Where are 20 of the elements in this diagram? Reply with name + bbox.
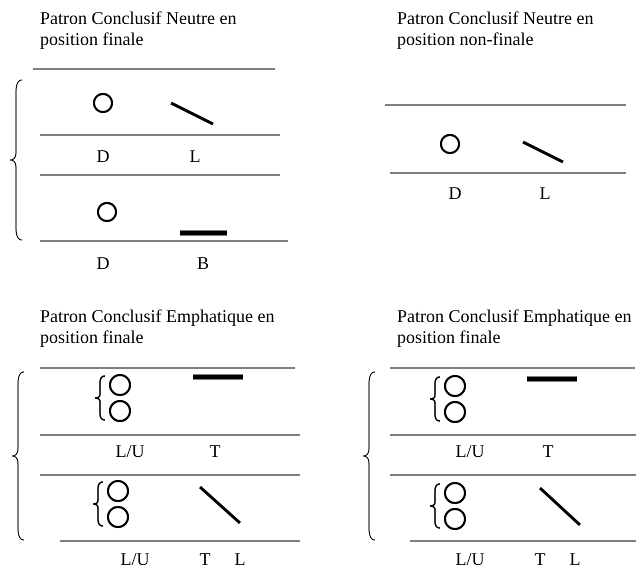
tone-label: D: [448, 183, 462, 203]
tone-label: T: [534, 549, 546, 569]
tone-label: T: [210, 441, 220, 461]
pattern-heading: Patron Conclusif Neutre en position finale: [40, 8, 238, 50]
tone-label: D: [96, 253, 110, 273]
tone-label: L: [190, 146, 200, 166]
pattern-heading: Patron Conclusif Emphatique en position finale: [397, 306, 632, 348]
tone-label: L/U: [456, 549, 484, 569]
tone-label: L/U: [120, 549, 150, 569]
tone-label: D: [96, 146, 110, 166]
pattern-heading: Patron Conclusif Emphatique en position finale: [40, 306, 276, 348]
tone-label: L/U: [456, 441, 484, 461]
tone-label: T: [542, 441, 554, 461]
tone-label: B: [197, 253, 209, 273]
tone-label: L: [234, 549, 246, 569]
pattern-heading: Patron Conclusif Neutre en position non-finale: [397, 8, 594, 50]
tone-label: L: [570, 549, 580, 569]
tone-label: L/U: [116, 441, 144, 461]
tone-label: L: [540, 183, 550, 203]
tone-label: T: [200, 549, 210, 569]
